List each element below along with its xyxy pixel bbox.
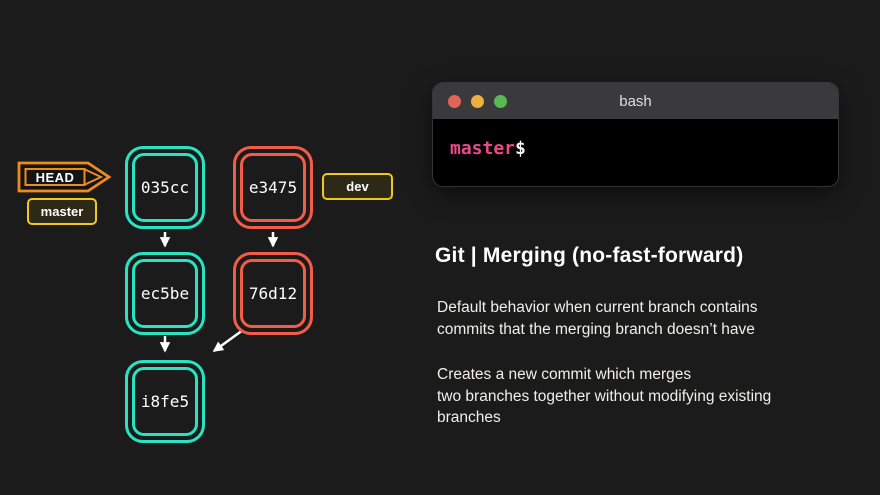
branch-label-master: master xyxy=(40,204,84,219)
zoom-icon xyxy=(494,94,507,108)
slide-heading: Git | Merging (no-fast-forward) xyxy=(435,244,744,267)
head-arrow-shape xyxy=(17,161,112,193)
terminal-prompt: master$ xyxy=(450,138,526,159)
edge-76d12-i8fe5 xyxy=(212,328,244,353)
commit-node-inner: 76d12 xyxy=(240,259,306,328)
commit-hash: ec5be xyxy=(140,284,190,303)
terminal-window: bash master$ xyxy=(433,83,838,186)
commit-hash: i8fe5 xyxy=(140,392,190,411)
paragraph-default-behavior: Default behavior when current branch con… xyxy=(437,299,758,338)
commit-hash: e3475 xyxy=(248,178,298,197)
prompt-branch: master xyxy=(450,138,516,159)
minimize-icon xyxy=(471,94,484,108)
branch-badge-dev: dev xyxy=(322,173,393,200)
terminal-body: master$ xyxy=(433,119,838,159)
head-label: HEAD xyxy=(35,169,75,185)
traffic-lights xyxy=(448,83,507,119)
paragraph-creates-commit: Creates a new commit which merges two br… xyxy=(437,366,772,426)
commit-node-035cc: 035cc xyxy=(125,146,205,229)
prompt-symbol: $ xyxy=(515,138,526,159)
close-icon xyxy=(448,94,461,108)
commit-node-inner: e3475 xyxy=(240,153,306,222)
commit-node-inner: ec5be xyxy=(132,259,198,328)
head-badge: HEAD xyxy=(17,161,112,193)
commit-edge-arrows xyxy=(159,232,279,353)
commit-hash: 76d12 xyxy=(248,284,298,303)
commit-node-e3475: e3475 xyxy=(233,146,313,229)
terminal-titlebar: bash xyxy=(433,83,838,119)
commit-hash: 035cc xyxy=(140,178,190,197)
commit-node-i8fe5: i8fe5 xyxy=(125,360,205,443)
branch-label-dev: dev xyxy=(346,179,369,194)
commit-node-inner: 035cc xyxy=(132,153,198,222)
terminal-title: bash xyxy=(619,92,652,110)
branch-badge-master: master xyxy=(27,198,97,225)
commit-node-ec5be: ec5be xyxy=(125,252,205,335)
commit-node-76d12: 76d12 xyxy=(233,252,313,335)
commit-node-inner: i8fe5 xyxy=(132,367,198,436)
